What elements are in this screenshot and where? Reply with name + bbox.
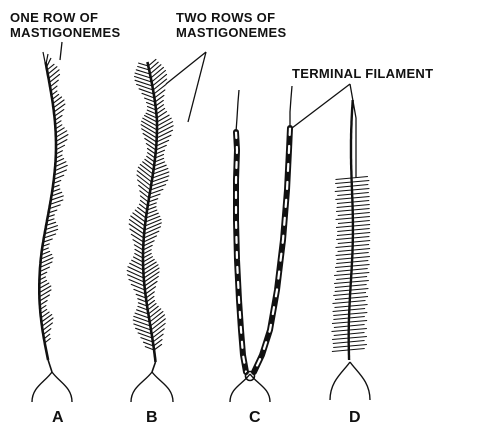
flagellum-b-neck [152, 362, 156, 372]
label-one-row: ONE ROW OF MASTIGONEMES [10, 10, 121, 40]
flagellum-b-two-rows [127, 59, 173, 402]
flagellum-c-smooth [230, 86, 292, 402]
label-leader-lines [60, 42, 356, 178]
flagellum-a-one-row [32, 52, 72, 402]
flagellum-a-basal-body [32, 372, 72, 402]
label-two-rows: TWO ROWS OF MASTIGONEMES [176, 10, 287, 40]
leader-terminal-c [292, 84, 350, 128]
flagellum-d-basal-body [330, 362, 370, 400]
panel-letter-d: D [349, 409, 361, 427]
label-one-row-line2: MASTIGONEMES [10, 25, 121, 40]
flagellum-c-right-sheath [254, 128, 290, 372]
leader-two-rows-1 [166, 52, 206, 84]
flagellum-a-neck [48, 360, 52, 372]
label-two-rows-line2: MASTIGONEMES [176, 25, 287, 40]
panel-letter-b: B [146, 409, 158, 427]
label-terminal-filament: TERMINAL FILAMENT [292, 66, 433, 81]
leader-two-rows-2 [188, 52, 206, 122]
flagellum-b-mastigonemes [127, 59, 173, 350]
label-two-rows-line1: TWO ROWS OF [176, 10, 287, 25]
flagellum-d-two-rows-terminal [330, 100, 370, 400]
flagellum-c-left-terminal-filament [236, 90, 239, 132]
flagellum-c-basal-body [230, 374, 270, 402]
panel-letter-a: A [52, 409, 64, 427]
flagellum-c-basal-granule [246, 372, 255, 381]
flagellum-b-basal-body [131, 372, 173, 402]
panel-letter-c: C [249, 409, 261, 427]
label-one-row-line1: ONE ROW OF [10, 10, 121, 25]
flagellum-c-right-terminal-filament [290, 86, 292, 128]
leader-one-row [60, 42, 62, 60]
